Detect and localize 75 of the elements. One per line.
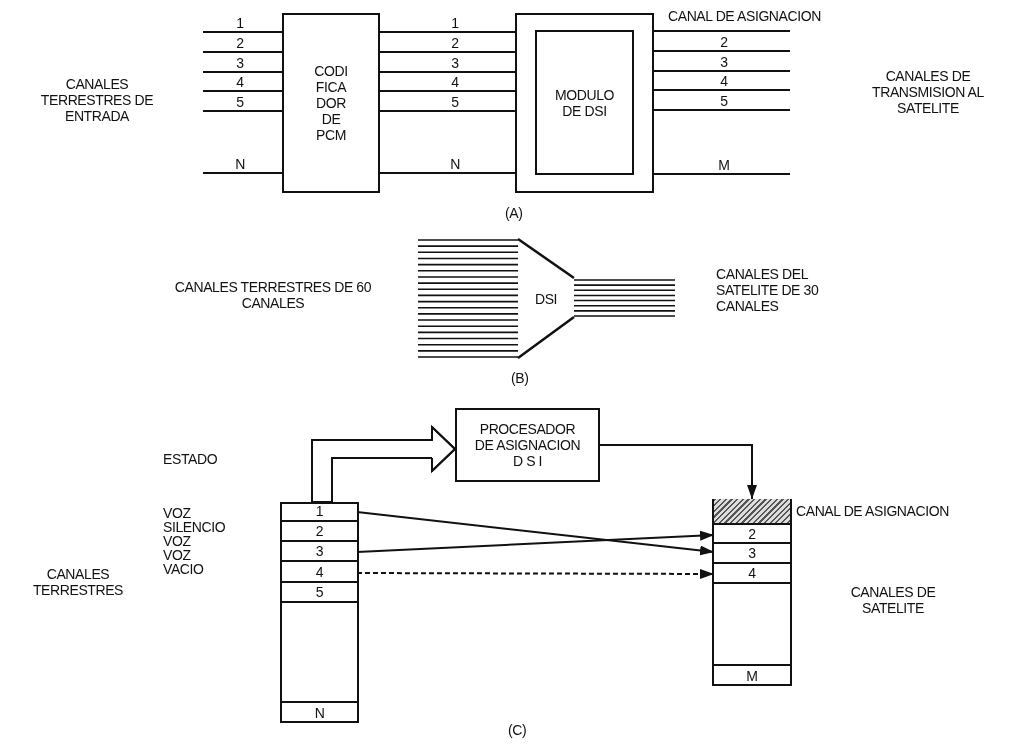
box-label: MODULO DE DSI: [553, 86, 616, 119]
channel-line: [653, 50, 791, 52]
slot-number: 4: [315, 563, 324, 580]
box-label: DSI: [534, 290, 558, 307]
arrow: [356, 511, 715, 556]
text-label: (C): [508, 722, 527, 738]
text-label: CANALES DE SATELITE: [849, 584, 937, 616]
channel-line: [653, 30, 791, 32]
edge-label: 2: [236, 36, 244, 51]
channel-line: [202, 110, 283, 112]
channel-line: [379, 172, 516, 174]
processor-box: [455, 408, 600, 482]
channel-line: [379, 90, 516, 92]
text-label: VOZ: [163, 534, 191, 548]
edge-label: 1: [236, 16, 244, 31]
arrow: [356, 530, 715, 553]
box-label: PROCESADOR DE ASIGNACION D S I: [473, 421, 582, 469]
text-label: ESTADO: [163, 451, 218, 467]
edge-label: M: [718, 158, 730, 173]
channel-line: [379, 110, 516, 112]
edge-label: 2: [720, 35, 728, 50]
edge-label: 5: [236, 95, 244, 110]
slot-number: 3: [748, 545, 756, 561]
encoder-box: [282, 13, 380, 193]
text-label: CANALES TERRESTRES DE ENTRADA: [39, 76, 155, 124]
text-label: CANALES TERRESTRES DE 60 CANALES: [173, 279, 373, 311]
slot-number: 1: [315, 503, 324, 519]
channel-line: [653, 70, 791, 72]
channel-line: [202, 71, 283, 73]
text-label: (B): [511, 370, 529, 386]
slot-number: N: [314, 705, 325, 721]
arrow: [356, 568, 715, 579]
edge-label: 4: [451, 75, 459, 90]
channel-line: [202, 51, 283, 53]
text-label: CANALES DEL SATELITE DE 30 CANALES: [716, 266, 820, 314]
edge-label: 3: [720, 55, 728, 70]
edge-label: 4: [236, 75, 244, 90]
channel-line: [379, 71, 516, 73]
channel-line: [653, 173, 791, 175]
channel-column: [280, 502, 359, 723]
text-label: CANALES TERRESTRES: [31, 566, 125, 598]
text-label: VOZ: [163, 548, 191, 562]
edge-label: 5: [451, 95, 459, 110]
slot-number: 4: [748, 565, 756, 581]
slot-number: 2: [315, 523, 324, 539]
edge-label: 2: [451, 36, 459, 51]
channel-line: [653, 109, 791, 111]
channel-line: [202, 90, 283, 92]
channel-line: [379, 31, 516, 33]
box-label: CODI FICA DOR DE PCM: [313, 63, 349, 143]
channel-line: [379, 51, 516, 53]
text-label: (A): [505, 205, 523, 221]
slot-number: M: [746, 668, 758, 684]
text-label: SILENCIO: [163, 520, 226, 534]
channel-line: [202, 31, 283, 33]
channel-line: [202, 172, 283, 174]
channel-line: [653, 89, 791, 91]
edge-label: 3: [236, 56, 244, 71]
edge-label: 5: [720, 94, 728, 109]
beside-text: CANAL DE ASIGNACION: [796, 503, 949, 519]
text-label: VOZ: [163, 506, 191, 520]
edge-label: CANAL DE ASIGNACION: [668, 9, 821, 24]
slot-number: 3: [315, 543, 324, 559]
edge-label: N: [450, 157, 460, 172]
arrow: [599, 444, 757, 500]
slot-number: 5: [315, 584, 324, 600]
edge-label: 3: [451, 56, 459, 71]
text-label: VACIO: [163, 562, 204, 576]
edge-label: 4: [720, 74, 728, 89]
text-label: CANALES DE TRANSMISION AL SATELITE: [871, 68, 985, 116]
edge-label: 1: [451, 16, 459, 31]
module-box: [515, 13, 654, 193]
edge-label: N: [235, 157, 245, 172]
dsi-funnel: [518, 239, 574, 358]
slot-number: 2: [748, 525, 756, 542]
